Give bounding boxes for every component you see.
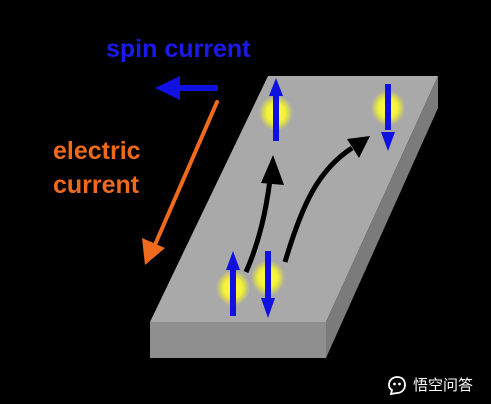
- spin-current-label: spin current: [106, 35, 251, 63]
- watermark: 悟空问答: [386, 374, 473, 396]
- watermark-text: 悟空问答: [413, 375, 474, 394]
- electric-current-label-line1: electric: [53, 137, 141, 165]
- electron-bottom-right: [251, 251, 285, 318]
- spin-down-arrow-icon: [381, 84, 395, 151]
- electric-current-arrow: [142, 100, 219, 265]
- trajectory-arrow-left: [243, 155, 284, 274]
- spin-up-arrow-icon: [269, 78, 283, 141]
- spin-down-arrow-icon: [261, 251, 275, 318]
- wukong-logo-icon: [388, 376, 406, 395]
- electric-current-label-line2: current: [53, 171, 140, 199]
- spin-up-arrow-icon: [226, 251, 240, 316]
- electron-top-left: [259, 78, 293, 141]
- slab-front-face: [150, 322, 326, 358]
- electron-top-right: [371, 84, 405, 151]
- spin-current-arrow: [155, 76, 218, 100]
- electron-bottom-left: [216, 251, 250, 316]
- slab-right-face: [326, 76, 438, 358]
- trajectory-arrow-right: [282, 136, 370, 263]
